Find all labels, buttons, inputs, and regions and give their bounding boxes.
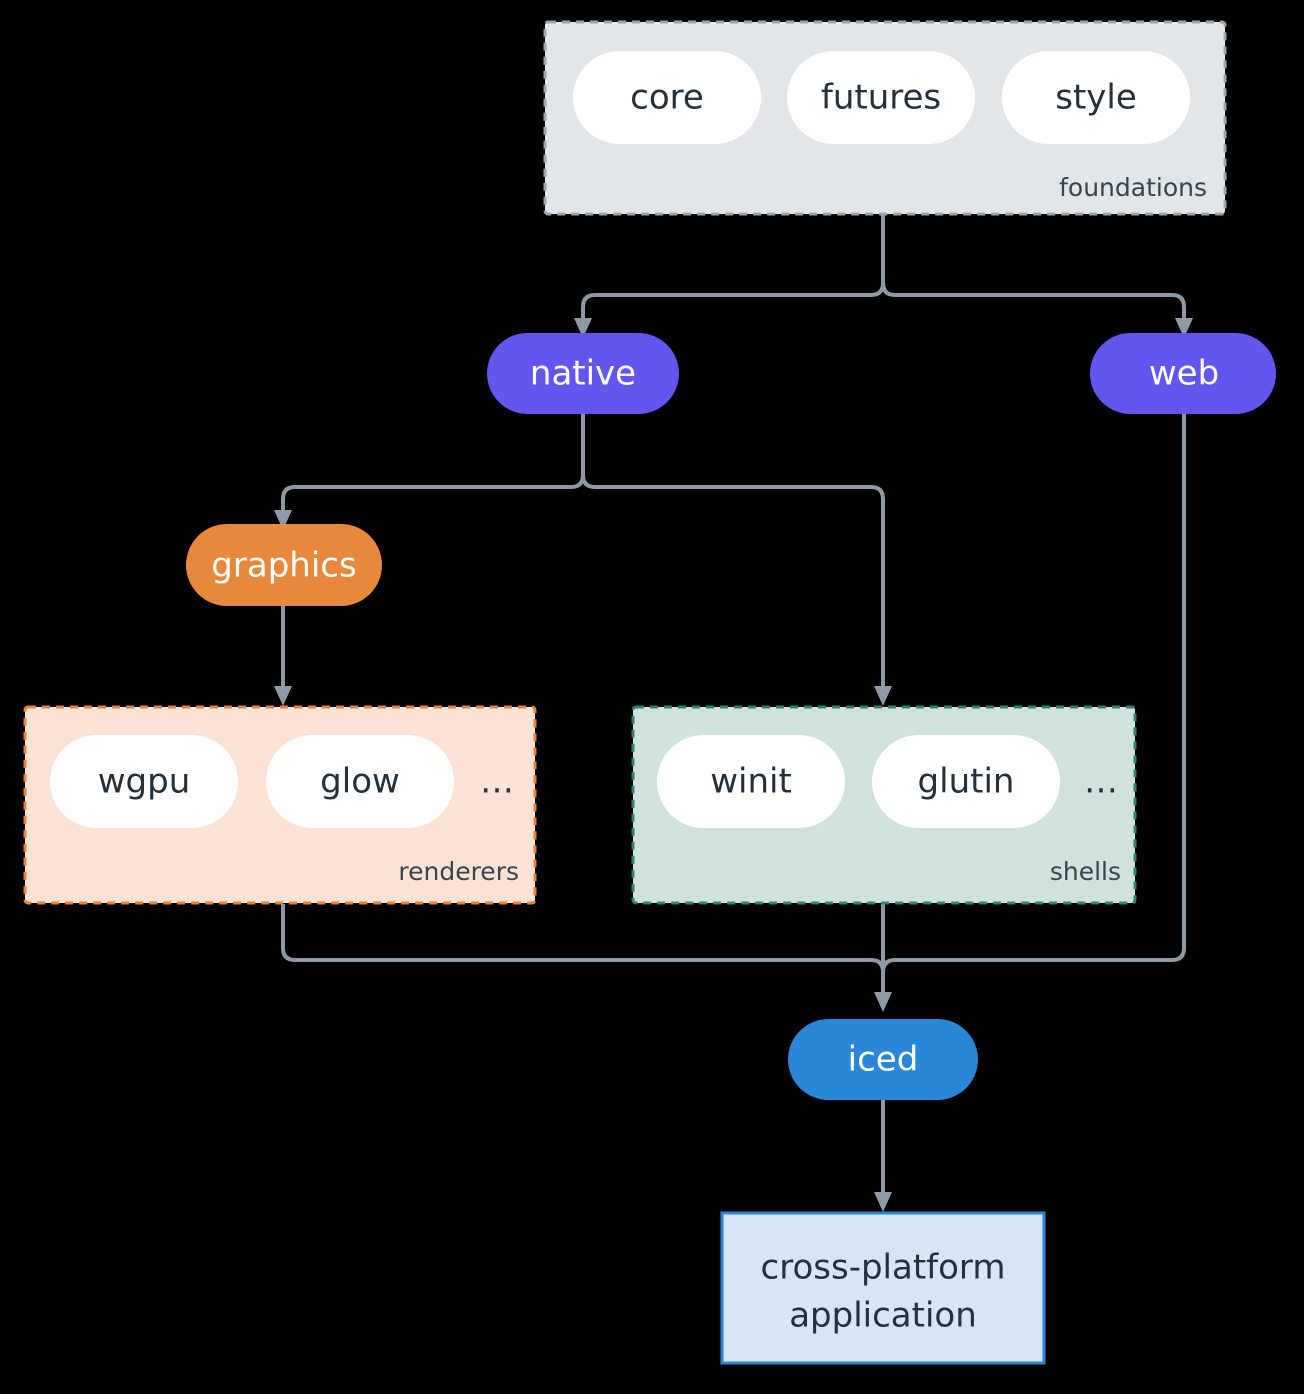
- edge-web-to-iced: [881, 414, 1186, 994]
- node-glutin-label: glutin: [918, 762, 1015, 802]
- arrowhead-graphics: [274, 510, 292, 530]
- cluster-foundations[interactable]: core futures style foundations: [543, 20, 1227, 216]
- node-web-pill[interactable]: [1090, 333, 1276, 414]
- node-native-pill[interactable]: [487, 333, 679, 414]
- node-graphics[interactable]: graphics: [186, 524, 382, 606]
- node-style-label: style: [1055, 78, 1137, 118]
- node-web[interactable]: web: [1090, 333, 1276, 414]
- edge-native-to-graphics: [281, 414, 585, 515]
- node-iced-label: iced: [848, 1040, 919, 1080]
- arrowhead-shells: [874, 686, 892, 706]
- node-winit-label: winit: [710, 762, 792, 802]
- node-futures-label: futures: [821, 78, 941, 118]
- node-application-rect[interactable]: [720, 1211, 1046, 1365]
- node-native-label: native: [530, 354, 636, 394]
- cluster-renderers-label: renderers: [398, 857, 519, 886]
- node-application-label-line1: cross-platform: [761, 1248, 1006, 1288]
- arrowhead-application: [874, 1192, 892, 1212]
- node-web-label: web: [1149, 354, 1219, 394]
- edge-foundations-to-native: [581, 214, 885, 323]
- cluster-renderers[interactable]: wgpu glow … renderers: [23, 705, 537, 905]
- arrowhead-web: [1175, 318, 1193, 338]
- node-shells-more-label: …: [1084, 762, 1118, 802]
- arrowhead-iced: [874, 992, 892, 1012]
- node-wgpu[interactable]: [50, 735, 238, 828]
- node-wgpu-label: wgpu: [98, 762, 191, 802]
- node-iced-pill[interactable]: [788, 1019, 978, 1100]
- edge-native-to-shells: [581, 414, 885, 690]
- arrowhead-renderers: [274, 686, 292, 706]
- node-style[interactable]: [1002, 51, 1190, 144]
- node-application-label-line2: application: [789, 1296, 977, 1336]
- cluster-foundations-label: foundations: [1059, 173, 1207, 202]
- node-futures[interactable]: [787, 51, 975, 144]
- node-glow[interactable]: [266, 735, 454, 828]
- node-iced[interactable]: iced: [788, 1019, 978, 1100]
- node-application[interactable]: cross-platform application: [720, 1211, 1046, 1365]
- arrowhead-native: [574, 318, 592, 338]
- node-winit[interactable]: [657, 735, 845, 828]
- node-glutin[interactable]: [872, 735, 1060, 828]
- edge-renderers-to-iced: [281, 904, 885, 994]
- node-graphics-pill[interactable]: [186, 524, 382, 606]
- node-core-label: core: [630, 78, 704, 118]
- node-graphics-label: graphics: [211, 546, 356, 586]
- cluster-shells-label: shells: [1050, 857, 1121, 886]
- node-glow-label: glow: [320, 762, 400, 802]
- cluster-shells[interactable]: winit glutin … shells: [631, 705, 1137, 905]
- node-core[interactable]: [573, 51, 761, 144]
- edge-foundations-to-web: [881, 214, 1186, 323]
- edge-group: [274, 214, 1193, 1212]
- node-renderers-more-label: …: [480, 762, 514, 802]
- node-native[interactable]: native: [487, 333, 679, 414]
